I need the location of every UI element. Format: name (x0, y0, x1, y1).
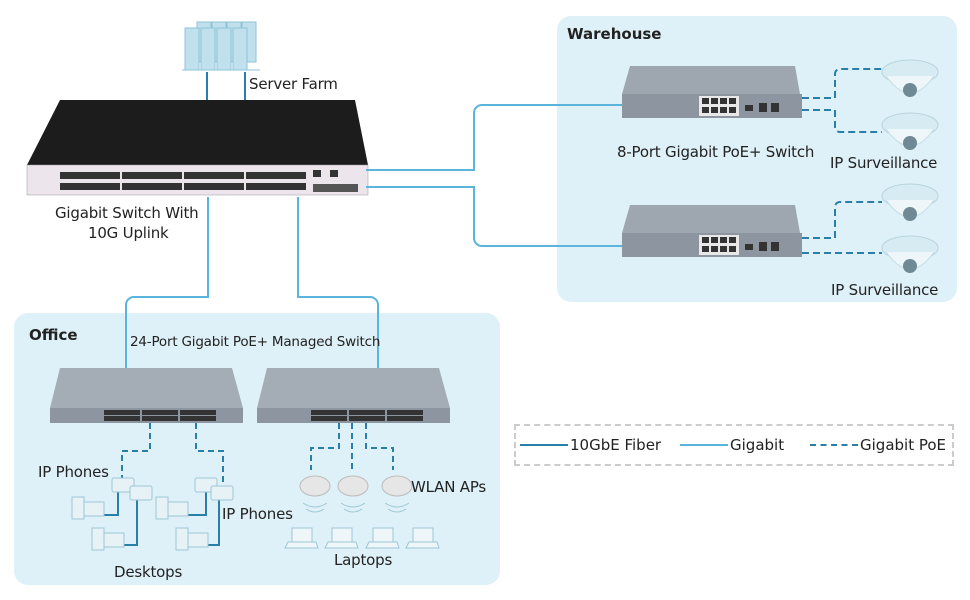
wlan-ap-icons (299, 475, 413, 513)
laptops-label: Laptops (334, 551, 393, 569)
desktop-icon (91, 527, 125, 551)
dome-camera-icon (881, 235, 939, 273)
wlan-ap-icon (381, 475, 413, 513)
link-core-warehouse-1 (366, 104, 622, 171)
core-switch-label-1: Gigabit Switch With (55, 204, 199, 222)
ip-phone-icon (210, 485, 234, 501)
ip-phone-icon (129, 485, 153, 501)
ip-phones-label-2: IP Phones (222, 505, 293, 523)
legend: 10GbE Fiber Gigabit Gigabit PoE (514, 424, 954, 466)
laptop-icon (284, 527, 319, 549)
core-switch-icon (26, 100, 369, 196)
gigabit-line-swatch (680, 444, 728, 446)
laptop-icon (324, 527, 359, 549)
laptop-icon (405, 527, 440, 549)
link-core-office-1 (125, 197, 209, 370)
legend-item-fiber: 10GbE Fiber (520, 436, 661, 454)
poe-link-ap-3 (365, 423, 394, 470)
desktop-icon (155, 496, 189, 520)
dome-camera-icon (881, 112, 939, 150)
link-core-warehouse-2 (366, 186, 622, 247)
legend-item-poe: Gigabit PoE (810, 436, 946, 454)
poe-link-phones-2 (195, 423, 224, 483)
dome-camera-icon (881, 183, 939, 221)
desktop-icon (71, 496, 105, 520)
wlan-ap-icon (337, 475, 369, 513)
warehouse-label: Warehouse (567, 25, 662, 43)
laptop-icon (365, 527, 400, 549)
core-switch-label-2: 10G Uplink (88, 224, 169, 242)
poe-line-swatch (810, 444, 858, 446)
legend-label: Gigabit (730, 436, 785, 454)
dome-camera-icon (881, 59, 939, 97)
poe-link-cam-3 (802, 201, 882, 239)
warehouse-switch-1-icon (622, 66, 802, 118)
legend-item-gigabit: Gigabit (680, 436, 784, 454)
ip-phone-icon (111, 477, 135, 493)
surveillance-label-2: IP Surveillance (831, 281, 939, 299)
legend-label: Gigabit PoE (860, 436, 947, 454)
ip-phone-icons (111, 477, 234, 501)
office-switch-2-icon (257, 368, 450, 423)
legend-label: 10GbE Fiber (570, 436, 662, 454)
warehouse-switch-label: 8-Port Gigabit PoE+ Switch (617, 143, 815, 161)
office-switch-1-icon (50, 368, 243, 423)
fiber-line-swatch (520, 444, 568, 446)
office-label: Office (29, 326, 78, 344)
desktops-label: Desktops (114, 563, 183, 581)
desktop-icons (71, 496, 209, 551)
ip-phones-label-1: IP Phones (38, 463, 109, 481)
server-farm-icon (182, 21, 260, 71)
wlan-ap-icon (299, 475, 331, 513)
poe-link-cam-1 (802, 68, 882, 99)
link-core-office-2 (297, 197, 379, 370)
poe-link-ap-1 (310, 423, 340, 470)
poe-link-phones-1 (121, 423, 151, 478)
camera-icons (881, 59, 939, 273)
server-farm-label: Server Farm (249, 75, 338, 93)
surveillance-label-1: IP Surveillance (830, 154, 938, 172)
laptop-icons (284, 527, 440, 549)
poe-link-cam-2 (802, 109, 882, 133)
desktop-icon (175, 527, 209, 551)
wlan-aps-label: WLAN APs (411, 478, 487, 496)
office-switch-label: 24-Port Gigabit PoE+ Managed Switch (130, 334, 381, 350)
warehouse-switch-2-icon (622, 205, 802, 257)
